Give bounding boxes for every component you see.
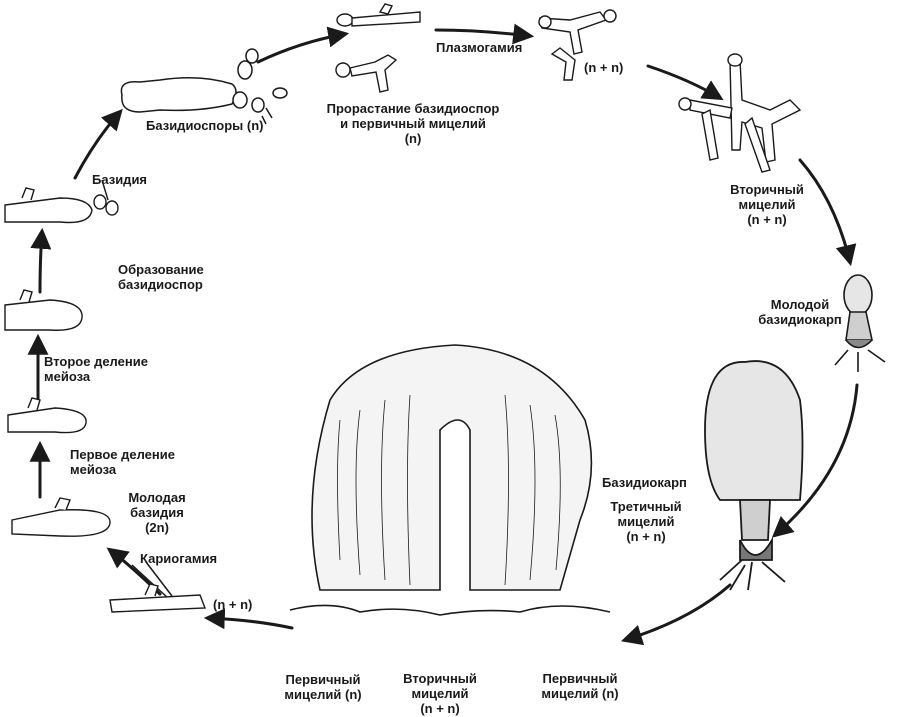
label-germination: Прорастание базидиоспор и первичный мице… bbox=[318, 101, 508, 146]
label-primary-mycelium-left: Первичный мицелий (n) bbox=[268, 672, 378, 702]
label-primary-right-line1: Первичный bbox=[542, 671, 618, 686]
label-secondary-top-ploidy: (n + n) bbox=[747, 212, 787, 227]
arrow-young-to-mature bbox=[771, 383, 859, 538]
label-tertiary-ploidy: (n + n) bbox=[626, 529, 666, 544]
cycle-arrows bbox=[27, 23, 859, 646]
label-germination-ploidy: (n) bbox=[404, 131, 422, 146]
germination-drawing bbox=[335, 3, 421, 93]
label-basidiocarp: Базидиокарп bbox=[602, 475, 687, 490]
label-secondary-top-line1: Вторичный bbox=[730, 182, 804, 197]
young-basidium-drawing bbox=[11, 497, 111, 537]
label-plasmogamy: Плазмогамия bbox=[436, 40, 523, 55]
meiosis2-drawing bbox=[4, 289, 83, 331]
label-secondary-bottom-ploidy: (n + n) bbox=[420, 701, 460, 716]
arrow-basidium-to-spores bbox=[73, 108, 123, 180]
basidium-drawing bbox=[4, 179, 119, 224]
label-basidiospores: Базидиоспоры (n) bbox=[146, 118, 264, 133]
label-young-basidiocarp-line1: Молодой bbox=[770, 297, 830, 312]
basidiospores-drawing bbox=[120, 48, 288, 125]
label-primary-mycelium-right: Первичный мицелий (n) bbox=[525, 671, 635, 701]
label-tertiary-line2: мицелий bbox=[617, 514, 675, 529]
basidiocarp-section-drawing bbox=[289, 344, 611, 616]
label-tertiary-mycelium: Третичный мицелий (n + n) bbox=[596, 499, 696, 544]
label-secondary-top-line2: мицелий bbox=[738, 197, 796, 212]
mature-basidiocarp-drawing bbox=[704, 360, 804, 591]
label-meiosis2: Второе деление мейоза bbox=[44, 354, 148, 384]
label-secondary-mycelium-bottom: Вторичный мицелий (n + n) bbox=[390, 671, 490, 716]
young-basidiocarp-drawing bbox=[834, 274, 886, 372]
label-germination-line2: и первичный мицелий bbox=[340, 116, 486, 131]
label-primary-right-line2: мицелий (n) bbox=[541, 686, 619, 701]
label-young-basidium: Молодая базидия (2n) bbox=[117, 490, 197, 535]
arrow-germination-to-plasmogamy bbox=[434, 23, 535, 45]
label-primary-left-line2: мицелий (n) bbox=[284, 687, 362, 702]
label-primary-left-line1: Первичный bbox=[285, 672, 361, 687]
label-basidium: Базидия bbox=[92, 172, 148, 187]
arrow-secondary-to-young-basidiocarp bbox=[798, 158, 857, 267]
label-spore-formation: Образование базидиоспор bbox=[118, 262, 204, 292]
arrow-mature-to-primary bbox=[620, 583, 732, 646]
label-spore-formation-line2: базидиоспор bbox=[118, 277, 203, 292]
arrow-mycelium-to-dikaryon bbox=[203, 608, 294, 630]
label-plasmogamy-ploidy: (n + n) bbox=[584, 60, 624, 75]
label-meiosis1-line1: Первое деление bbox=[70, 447, 175, 462]
label-tertiary-line1: Третичный bbox=[610, 499, 682, 514]
meiosis1-drawing bbox=[7, 397, 87, 434]
label-dikaryon-ploidy: (n + n) bbox=[213, 597, 253, 612]
label-meiosis2-line1: Второе деление bbox=[44, 354, 148, 369]
label-young-basidium-line2: базидия bbox=[130, 505, 184, 520]
label-young-basidium-line1: Молодая bbox=[128, 490, 186, 505]
arrow-plasmogamy-to-secondary bbox=[646, 64, 724, 101]
arrow-spores-to-germination bbox=[256, 26, 350, 64]
label-young-basidium-ploidy: (2n) bbox=[145, 520, 169, 535]
label-young-basidiocarp-line2: базидиокарп bbox=[758, 312, 842, 327]
label-germination-line1: Прорастание базидиоспор bbox=[326, 101, 500, 116]
label-young-basidiocarp: Молодой базидиокарп bbox=[745, 297, 855, 327]
label-secondary-bottom-line1: Вторичный bbox=[403, 671, 477, 686]
label-karyogamy: Кариогамия bbox=[140, 551, 218, 566]
karyogamy-pointers bbox=[131, 561, 173, 599]
plasmogamy-drawing bbox=[538, 9, 617, 81]
secondary-mycelium-top-drawing bbox=[678, 53, 802, 173]
label-secondary-bottom-line2: мицелий bbox=[411, 686, 469, 701]
label-secondary-mycelium-top: Вторичный мицелий (n + n) bbox=[722, 182, 812, 227]
arrow-meiosis2-to-spore-formation bbox=[30, 227, 52, 294]
dikaryon-drawing bbox=[109, 583, 207, 613]
label-meiosis1: Первое деление мейоза bbox=[70, 447, 175, 477]
label-meiosis1-line2: мейоза bbox=[70, 462, 117, 477]
label-spore-formation-line1: Образование bbox=[118, 262, 204, 277]
label-meiosis2-line2: мейоза bbox=[44, 369, 91, 384]
